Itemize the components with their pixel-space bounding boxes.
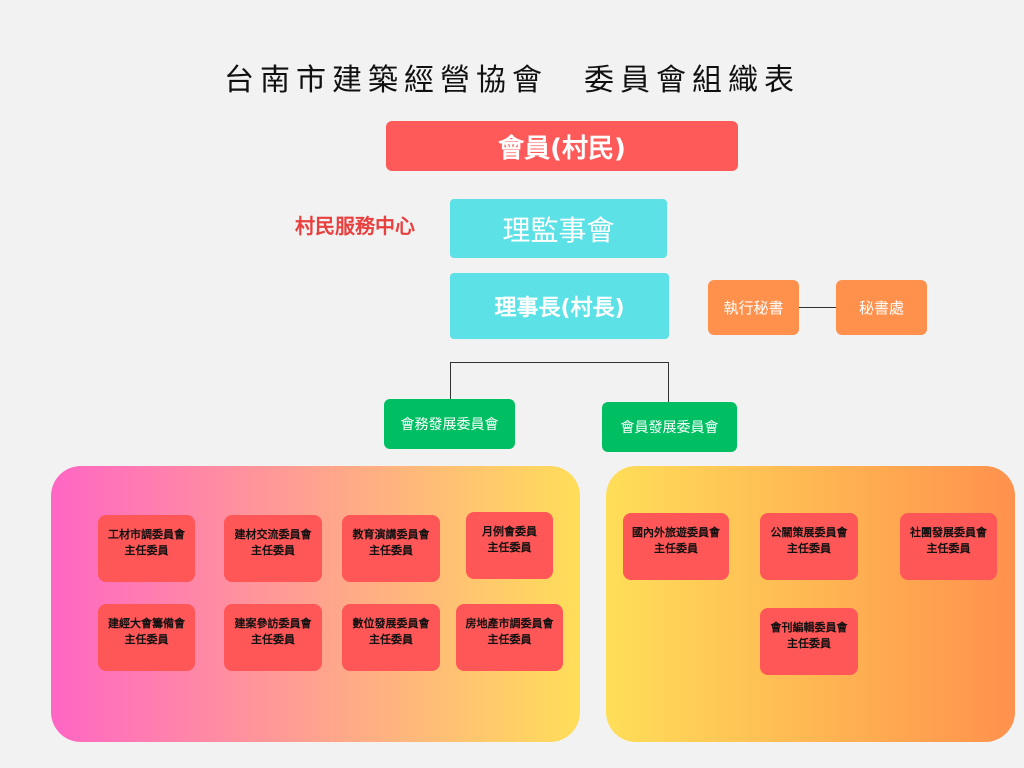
committee-name: 建材交流委員會 [234, 528, 312, 541]
committee-name: 社團發展委員會 [910, 526, 987, 539]
committee-role: 主任委員 [369, 633, 413, 646]
secretariat-box: 秘書處 [836, 280, 927, 335]
committee-role: 主任委員 [124, 633, 169, 646]
exec-secretary-box: 執行秘書 [708, 280, 799, 335]
committee-role: 主任委員 [251, 633, 295, 646]
connector-line [668, 362, 669, 402]
committee-box: 工材市調委員會主任委員 [98, 515, 195, 582]
committee-name: 教育演講委員會 [352, 528, 430, 541]
committee-box: 月例會委員主任委員 [466, 512, 553, 579]
committee-role: 主任委員 [787, 637, 831, 650]
committee-role: 主任委員 [487, 633, 532, 646]
committee-box: 建經大會籌備會主任委員 [98, 604, 195, 671]
committee-role: 主任委員 [369, 544, 413, 557]
service-center-label: 村民服務中心 [295, 214, 415, 238]
committee-box: 建案參訪委員會主任委員 [224, 604, 322, 671]
connector-line [450, 362, 451, 400]
committee-role: 主任委員 [487, 541, 532, 554]
committee-name: 月例會委員 [482, 525, 537, 538]
committee-role: 主任委員 [926, 542, 971, 555]
committee-box: 教育演講委員會主任委員 [342, 515, 440, 582]
committee-box: 公關策展委員會主任委員 [760, 513, 858, 580]
committee-box: 社團發展委員會主任委員 [900, 513, 997, 580]
affairs-dept-box: 會務發展委員會 [384, 399, 515, 449]
committee-name: 建經大會籌備會 [108, 617, 185, 630]
member-box: 會員(村民) [386, 121, 738, 171]
committee-name: 會刊編輯委員會 [770, 621, 848, 634]
connector-line [450, 362, 669, 363]
committee-role: 主任委員 [251, 544, 295, 557]
board-box: 理監事會 [450, 199, 667, 258]
page-title: 台南市建築經營協會 委員會組織表 [224, 63, 800, 98]
members-committee-panel [606, 466, 1015, 742]
committee-box: 國內外旅遊委員會主任委員 [623, 513, 729, 580]
committee-box: 房地產市調委員會主任委員 [456, 604, 563, 671]
members-dept-box: 會員發展委員會 [602, 402, 737, 452]
committee-box: 會刊編輯委員會主任委員 [760, 608, 858, 675]
committee-name: 國內外旅遊委員會 [632, 526, 720, 539]
committee-role: 主任委員 [787, 542, 831, 555]
committee-box: 數位發展委員會主任委員 [342, 604, 440, 671]
committee-name: 房地產市調委員會 [465, 617, 554, 630]
committee-name: 工材市調委員會 [108, 528, 185, 541]
committee-name: 建案參訪委員會 [234, 617, 312, 630]
committee-name: 數位發展委員會 [352, 617, 430, 630]
committee-role: 主任委員 [654, 542, 698, 555]
committee-box: 建材交流委員會主任委員 [224, 515, 322, 582]
connector-line [799, 307, 836, 308]
committee-name: 公關策展委員會 [770, 526, 848, 539]
committee-role: 主任委員 [124, 544, 169, 557]
chair-box: 理事長(村長) [450, 273, 669, 339]
